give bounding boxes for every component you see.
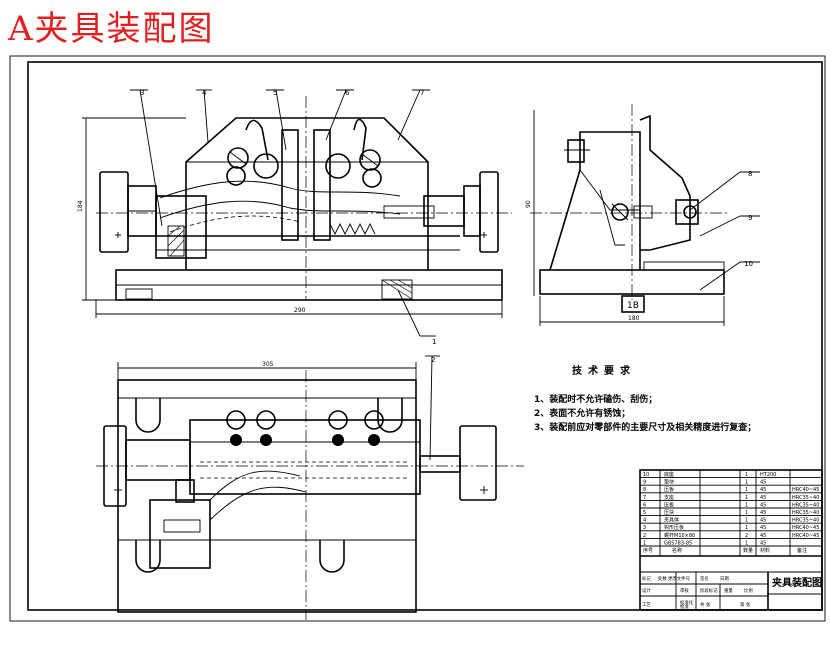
bom-header-qty: 数量 <box>743 547 753 554</box>
bom-cell-qty: 1 <box>745 525 748 531</box>
bom-cell-no: 10 <box>643 472 649 478</box>
bom-cell-note: HRC40~45 <box>792 525 819 531</box>
bom-cell-name: 钩形压板 <box>664 524 684 531</box>
bom-cell-no: 7 <box>643 495 646 501</box>
bom-table <box>639 469 823 611</box>
title-block-label: 更改文件号 <box>668 575 691 582</box>
bom-cell-note: HRC35~40 <box>792 495 819 501</box>
callout-8: 8 <box>748 170 752 178</box>
bom-cell-name: 压块 <box>664 509 674 516</box>
bom-header-note: 备注 <box>797 547 807 554</box>
title-block-label: 标记 <box>642 575 651 582</box>
bom-cell-material: 45 <box>760 540 766 546</box>
bom-cell-name: 支座 <box>664 494 674 501</box>
bom-cell-qty: 1 <box>745 540 748 546</box>
bom-cell-material: 45 <box>760 495 766 501</box>
bom-cell-qty: 1 <box>745 518 748 524</box>
bom-cell-material: 45 <box>760 502 766 508</box>
bom-cell-material: 45 <box>760 533 766 539</box>
bom-cell-material: 45 <box>760 480 766 486</box>
bom-cell-name: 压板 <box>664 486 674 493</box>
bom-cell-note: HRC35~40 <box>792 502 819 508</box>
bom-cell-qty: 2 <box>745 533 748 539</box>
bom-cell-no: 6 <box>643 502 646 508</box>
title-block-label: 设计 <box>642 587 651 594</box>
dim-side-width: 180 <box>628 315 640 322</box>
dim-side-detail: 1B <box>627 301 639 311</box>
drawing-banner-title: A夹具装配图 <box>8 9 215 49</box>
bom-cell-no: 9 <box>643 480 646 486</box>
title-block-label: 阶段标记 <box>700 587 718 594</box>
frame-border <box>27 61 823 611</box>
bom-cell-no: 8 <box>643 487 646 493</box>
bom-cell-note: HRC40~45 <box>792 533 819 539</box>
title-block-label: 第 张 <box>740 601 751 608</box>
callout-7: 7 <box>420 89 424 97</box>
sheet-border <box>9 55 826 622</box>
bom-cell-no: 2 <box>643 533 646 539</box>
tech-requirement-2: 2、表面不允许有锈蚀； <box>534 409 631 419</box>
bom-cell-no: 5 <box>643 510 646 516</box>
title-block-labels: 标记处数更改文件号 签名 日期设计 审核工艺 标准化批准 阶段标记重量 比例共 张 第 张 <box>642 575 753 610</box>
dim-plan-width: 305 <box>262 361 274 368</box>
callout-10: 10 <box>744 260 753 268</box>
bom-cell-qty: 1 <box>745 495 748 501</box>
title-block-label: 重量 <box>724 587 733 594</box>
title-block-label: 共 张 <box>700 601 711 608</box>
bom-cell-qty: 1 <box>745 480 748 486</box>
bom-cell-material: 45 <box>760 487 766 493</box>
callout-5: 5 <box>273 89 277 97</box>
bom-cell-note: HRC35~40 <box>792 510 819 516</box>
dim-front-height: 184 <box>77 200 84 212</box>
bom-cell-qty: 1 <box>745 502 748 508</box>
bom-cell-name: GB5783-85 <box>664 540 692 546</box>
bom-cell-no: 4 <box>643 518 646 524</box>
bom-cell-name: 压板 <box>664 501 674 508</box>
bom-cell-note: HRC40~45 <box>792 487 819 493</box>
bom-cell-name: 夹具体 <box>664 517 679 524</box>
bom-cell-qty: 1 <box>745 472 748 478</box>
title-block-label: 比例 <box>744 587 753 594</box>
bom-cell-no: 1 <box>643 540 646 546</box>
callout-1: 1 <box>432 338 436 346</box>
dim-side-height: 90 <box>525 200 532 208</box>
title-block-label: 处数 <box>658 575 667 582</box>
bom-cell-note: HRC35~40 <box>792 518 819 524</box>
title-block-label: 签名 <box>700 575 709 582</box>
bom-header-no: 序号 <box>643 547 653 554</box>
callout-6: 6 <box>345 89 350 97</box>
bom-cell-material: 45 <box>760 525 766 531</box>
bom-header-material: 材料 <box>760 547 770 554</box>
callout-2: 2 <box>431 356 435 364</box>
bom-cell-name: 垫块 <box>664 479 674 486</box>
callout-4: 4 <box>202 89 207 97</box>
bom-cell-name: 螺杆M10×80 <box>664 532 695 539</box>
bom-cell-material: 45 <box>760 510 766 516</box>
callout-3: 3 <box>140 89 144 97</box>
callout-9: 9 <box>748 214 752 222</box>
bom-cell-qty: 1 <box>745 487 748 493</box>
title-block-label: 批准 <box>680 603 689 610</box>
bom-cell-material: 45 <box>760 518 766 524</box>
title-block-drawing-title: 夹具装配图 <box>772 576 822 589</box>
tech-requirements-heading: 技术要求 <box>572 366 636 377</box>
bom-cell-qty: 1 <box>745 510 748 516</box>
title-block-label: 工艺 <box>642 602 651 608</box>
technical-requirements: 技术要求 1、装配时不允许磕伤、刮伤； 2、表面不允许有锈蚀； 3、装配前应对零… <box>534 362 824 435</box>
tech-requirement-3: 3、装配前应对零部件的主要尺寸及相关精度进行复查； <box>534 423 757 433</box>
tech-requirement-1: 1、装配时不允许磕伤、刮伤； <box>534 395 658 405</box>
title-block-label: 审核 <box>680 587 689 594</box>
bom-cell-name: 底座 <box>664 471 674 478</box>
title-block-label: 日期 <box>720 576 729 582</box>
front-view <box>82 96 512 318</box>
plan-view <box>96 362 524 620</box>
title-block-label: 标准化 <box>680 599 694 606</box>
dim-front-width: 290 <box>294 307 306 314</box>
bom-cell-no: 3 <box>643 525 646 531</box>
side-view <box>530 104 728 326</box>
bom-header-name: 名称 <box>672 547 682 554</box>
bom-cell-material: HT200 <box>760 472 776 478</box>
